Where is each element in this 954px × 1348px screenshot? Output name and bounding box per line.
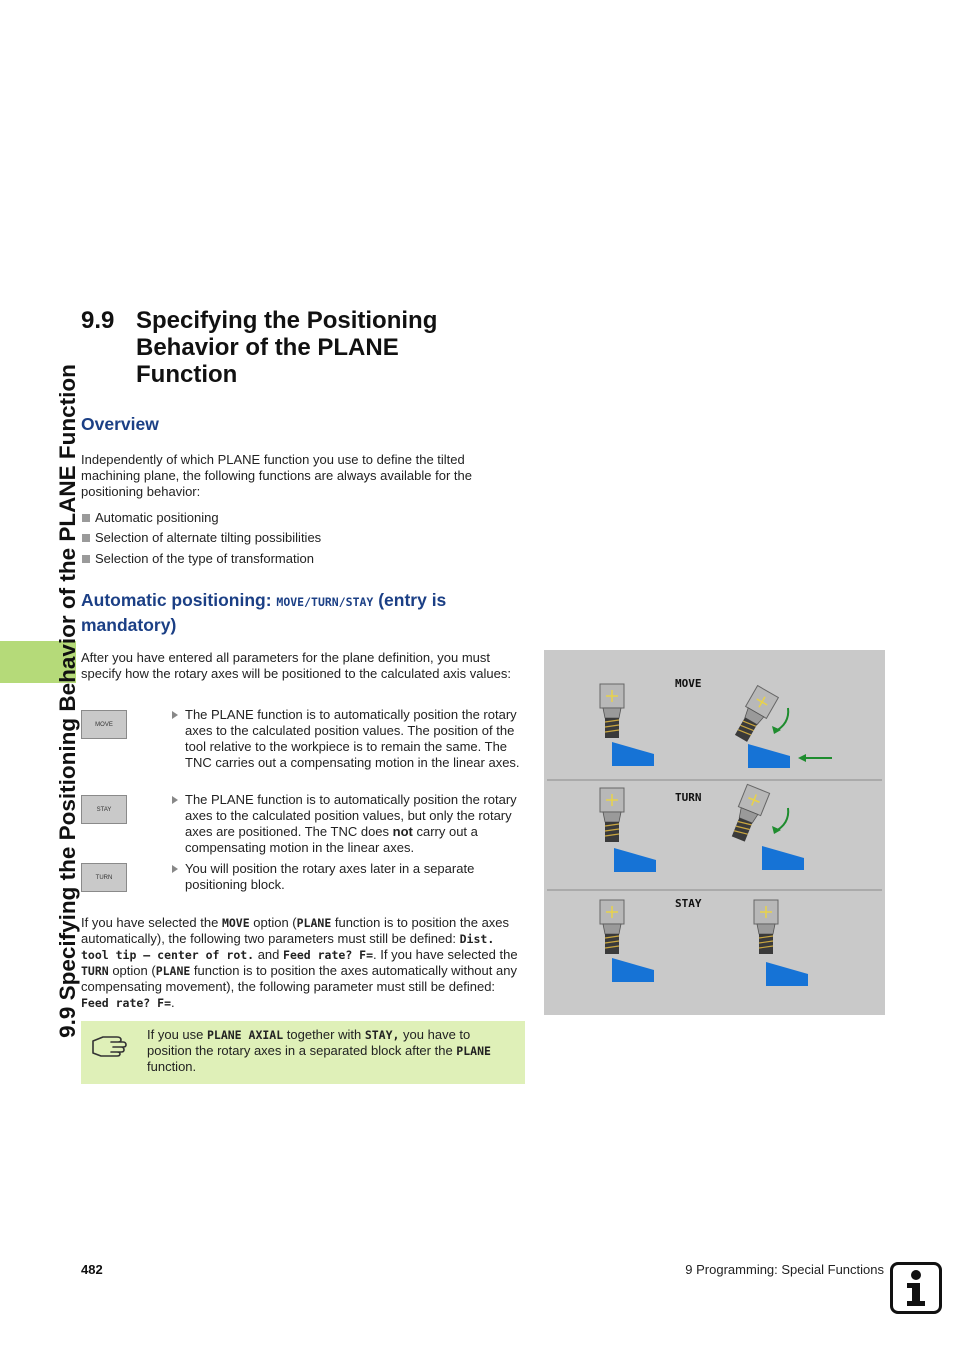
stay-softkey[interactable]: STAY xyxy=(81,795,127,824)
workpiece-icon xyxy=(766,962,808,986)
overview-intro: Independently of which PLANE function yo… xyxy=(81,452,472,499)
side-tab-marker xyxy=(0,641,76,683)
triangle-bullet-icon xyxy=(172,865,178,873)
section-number: 9.9 xyxy=(81,307,115,334)
triangle-bullet-icon xyxy=(172,796,178,804)
workpiece-icon xyxy=(614,848,656,872)
auto-positioning-heading: Automatic positioning: MOVE/TURN/STAY (e… xyxy=(81,590,447,635)
tool-icon xyxy=(599,683,625,739)
list-item: Automatic positioning xyxy=(82,510,219,526)
turn-description: You will position the rotary axes later … xyxy=(172,861,524,893)
note-box: If you use PLANE AXIAL together with STA… xyxy=(81,1021,525,1084)
tool-icon xyxy=(599,899,625,955)
tilted-tool-icon xyxy=(729,684,780,746)
move-label: MOVE xyxy=(675,677,702,690)
stay-description: The PLANE function is to automatically p… xyxy=(172,792,524,856)
tilted-tool-icon xyxy=(726,783,771,845)
workpiece-icon xyxy=(612,958,654,982)
tool-icon xyxy=(599,787,625,843)
list-item: Selection of the type of transformation xyxy=(82,551,314,567)
workpiece-icon xyxy=(612,742,654,766)
move-softkey[interactable]: MOVE xyxy=(81,710,127,739)
overview-heading: Overview xyxy=(81,414,159,434)
move-description: The PLANE function is to automatically p… xyxy=(172,707,524,771)
positioning-figure: MOVE TURN STAY xyxy=(544,650,885,1015)
workpiece-icon xyxy=(748,744,790,768)
tool-icon xyxy=(753,899,779,955)
info-icon xyxy=(890,1262,942,1314)
turn-label: TURN xyxy=(675,791,702,804)
side-chapter-title: 9.9 Specifying the Positioning Behavior … xyxy=(55,364,80,1038)
chapter-footer: 9 Programming: Special Functions xyxy=(685,1262,884,1277)
parameter-paragraph: If you have selected the MOVE option (PL… xyxy=(81,915,518,1010)
note-text: If you use PLANE AXIAL together with STA… xyxy=(147,1027,491,1074)
turn-softkey[interactable]: TURN xyxy=(81,863,127,892)
list-item: Selection of alternate tilting possibili… xyxy=(82,530,321,546)
positioning-diagram: MOVE TURN STAY xyxy=(547,677,882,986)
auto-positioning-intro: After you have entered all parameters fo… xyxy=(81,650,511,681)
workpiece-icon xyxy=(762,846,804,870)
rotate-arrow-icon xyxy=(771,707,790,735)
stay-label: STAY xyxy=(675,897,702,910)
pointing-hand-icon xyxy=(92,1036,127,1057)
rotate-arrow-icon xyxy=(771,807,790,835)
page-number: 482 xyxy=(81,1262,103,1277)
triangle-bullet-icon xyxy=(172,711,178,719)
